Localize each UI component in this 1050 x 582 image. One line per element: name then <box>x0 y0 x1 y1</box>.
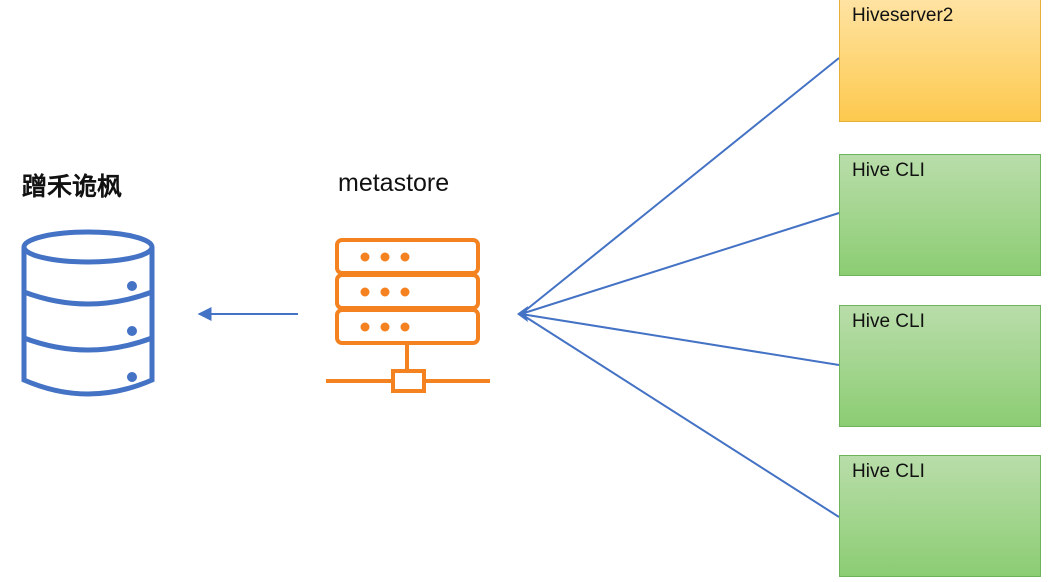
database-dot-1 <box>127 281 137 291</box>
server-indicator-dots <box>360 252 410 332</box>
hive-cli-box-3: Hive CLI <box>839 455 1041 577</box>
hive-cli-label-2: Hive CLI <box>852 311 925 332</box>
database-dot-2 <box>127 326 137 336</box>
hive-cli-label-3: Hive CLI <box>852 461 925 482</box>
connector-arrowhead <box>517 306 528 322</box>
hiveserver2-label: Hiveserver2 <box>852 5 954 26</box>
connector-hive-cli-1 <box>520 212 840 315</box>
hive-cli-label-1: Hive CLI <box>852 160 925 181</box>
hive-cli-box-1: Hive CLI <box>839 154 1041 276</box>
metastore-label: metastore <box>338 169 450 197</box>
database-label: 蹭禾诡枫 <box>22 173 123 201</box>
hive-cli-box-2: Hive CLI <box>839 305 1041 427</box>
connector-hive-cli-2 <box>520 313 840 366</box>
connector-hive-cli-3 <box>520 313 840 518</box>
connector-hiveserver2 <box>520 57 840 315</box>
database-icon <box>21 229 155 397</box>
hiveserver2-box: Hiveserver2 <box>839 0 1041 122</box>
server-rack-icon <box>326 238 490 393</box>
database-dot-3 <box>127 372 137 382</box>
